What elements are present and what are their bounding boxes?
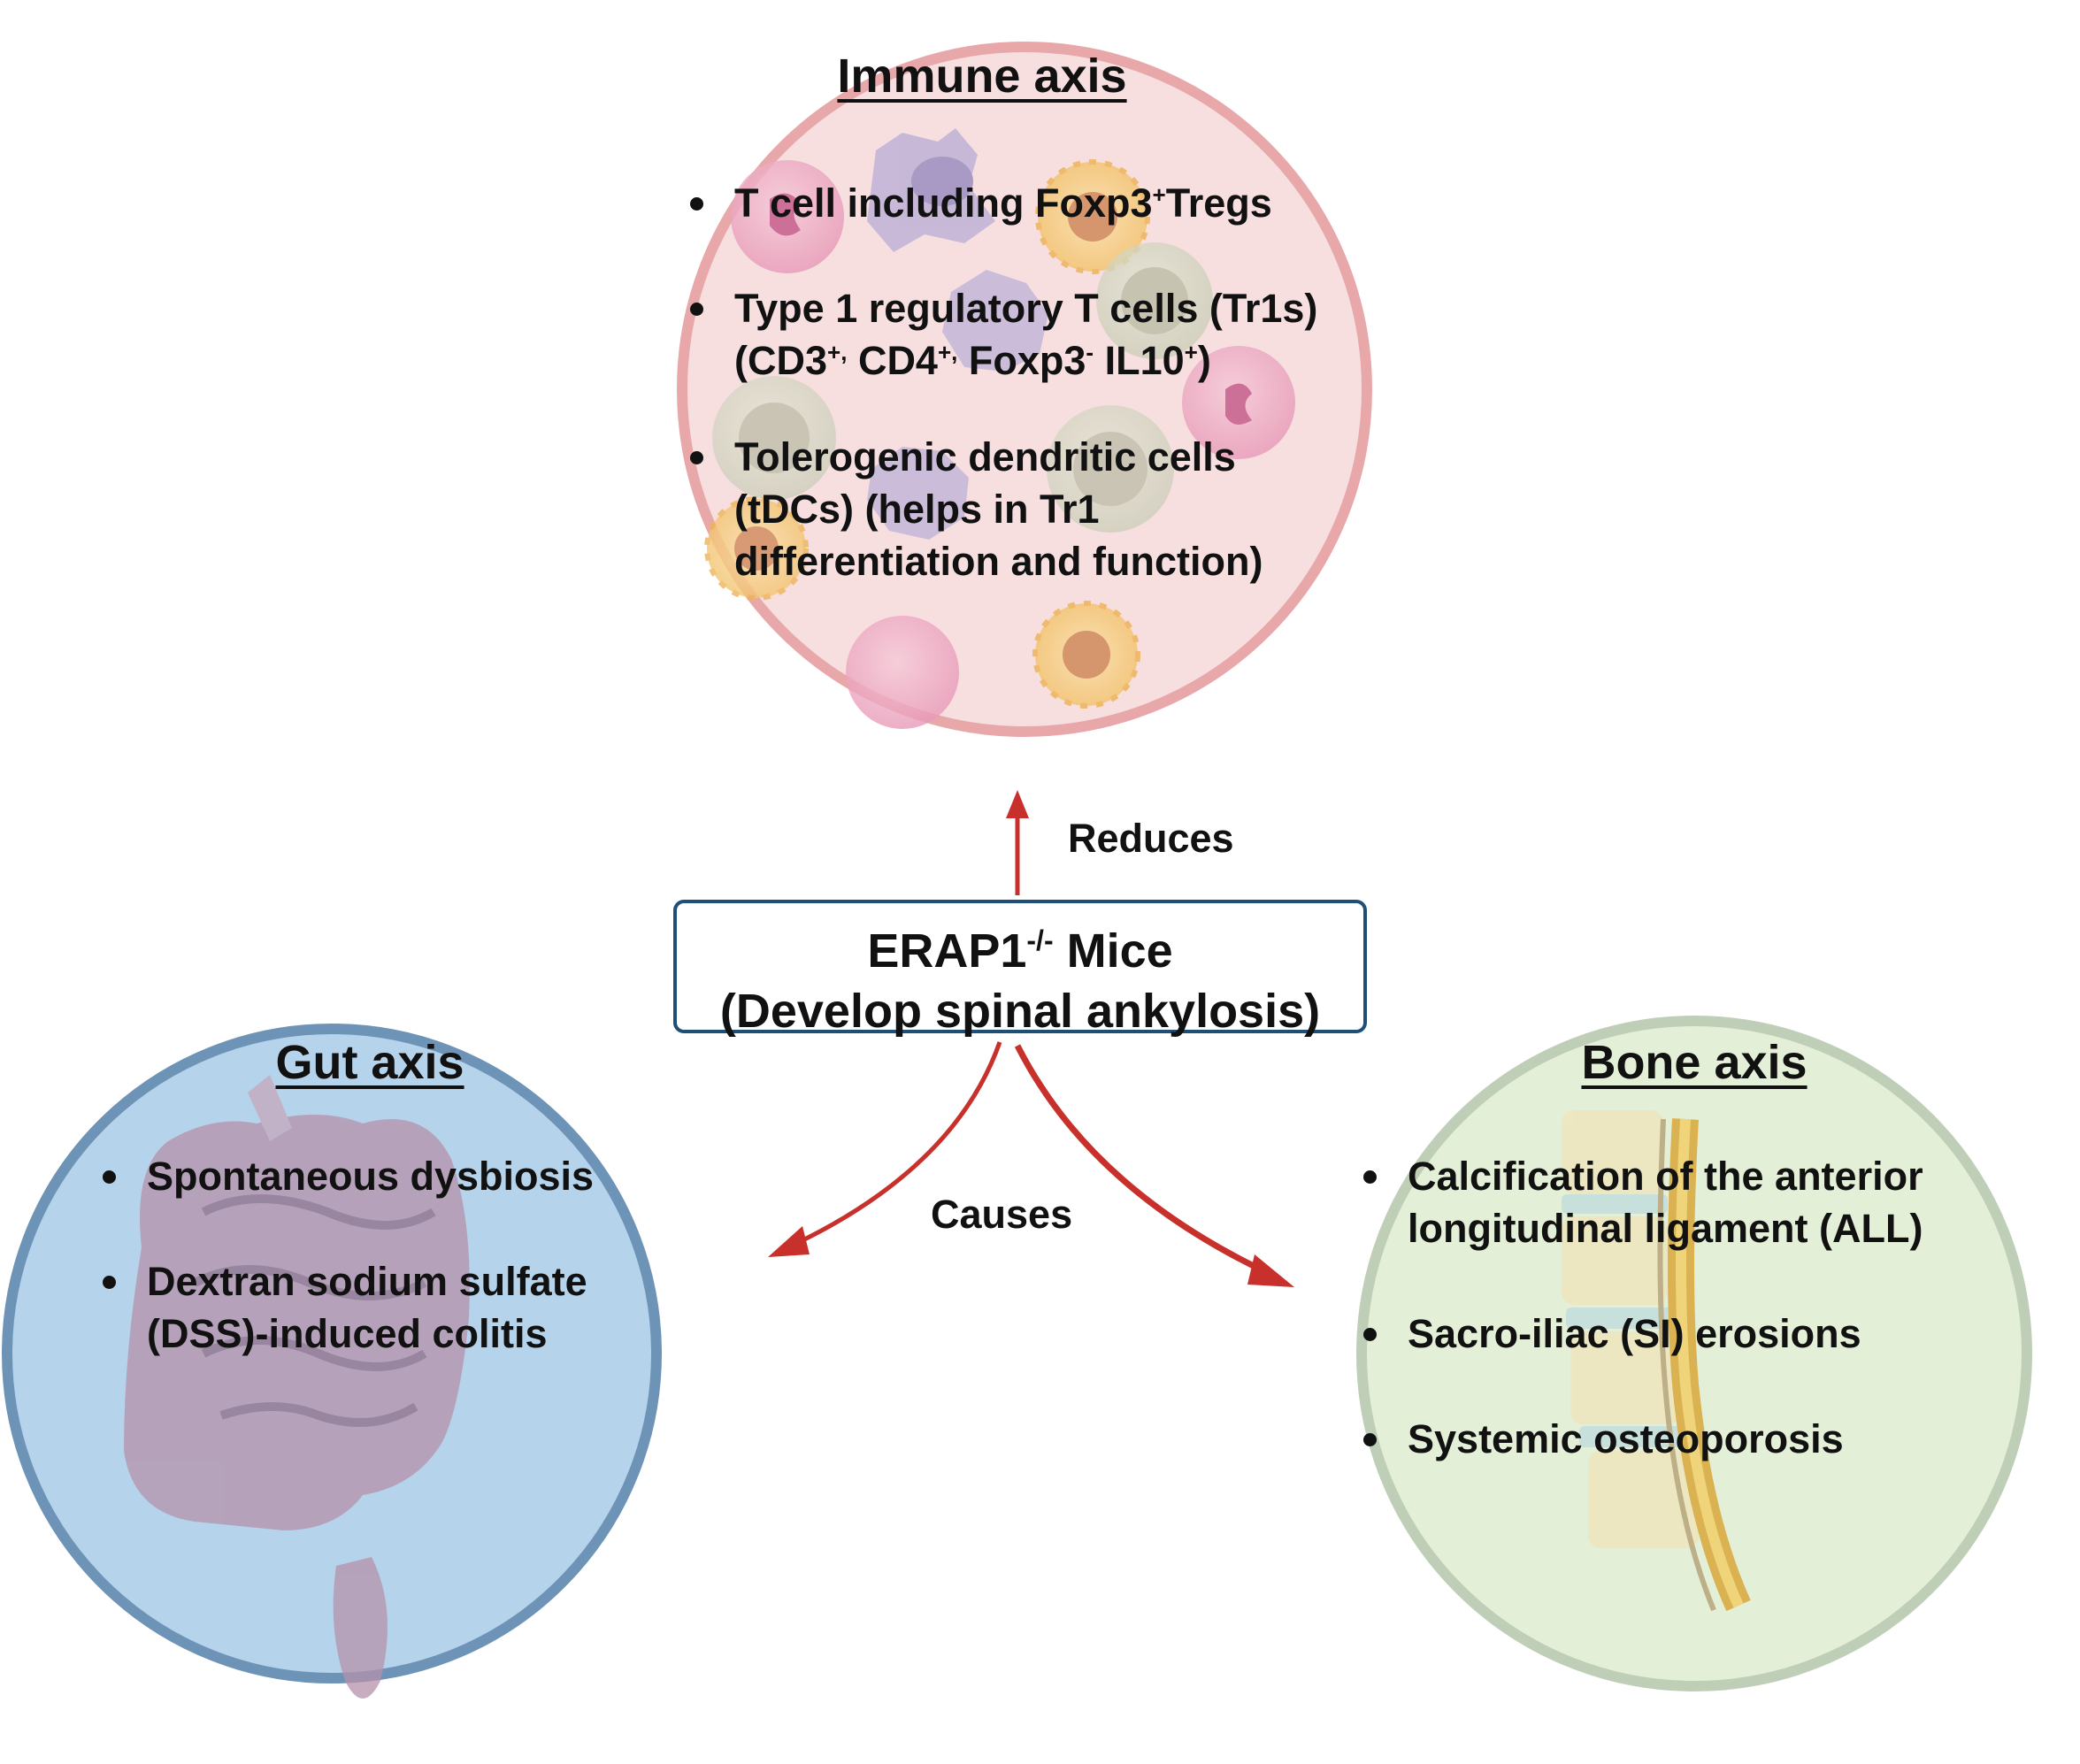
bone-axis-circle <box>1356 1016 2032 1691</box>
causes-arrow-right <box>1014 1044 1294 1287</box>
dendritic-cell-icon <box>1032 601 1140 709</box>
list-item: Dextran sodium sulfate (DSS)-induced col… <box>97 1255 628 1360</box>
macrophage-icon <box>867 128 995 252</box>
neutrophil-icon <box>846 616 959 729</box>
list-item: Calcification of the anterior longitudin… <box>1358 1150 1977 1254</box>
immune-list: T cell including Foxp3+Tregs Type 1 regu… <box>685 177 1322 640</box>
center-title: ERAP1-/- Mice <box>867 924 1173 978</box>
immune-axis-circle <box>677 42 1372 737</box>
immune-axis-title: Immune axis <box>837 50 1127 103</box>
list-item: Sacro-iliac (SI) erosions <box>1358 1308 1977 1360</box>
list-item: Type 1 regulatory T cells (Tr1s) (CD3+, … <box>685 282 1322 387</box>
neutrophil-icon <box>731 160 844 273</box>
reduces-arrow <box>1006 790 1029 895</box>
dendritic-cell-icon <box>704 496 809 601</box>
gut-axis-circle <box>2 1024 662 1699</box>
macrophage-icon <box>942 270 1048 372</box>
intestine-icon <box>124 1075 470 1699</box>
center-subtitle: (Develop spinal ankylosis) <box>719 985 1321 1038</box>
dendritic-cell-icon <box>1035 159 1150 274</box>
list-item: Spontaneous dysbiosis <box>97 1150 628 1202</box>
causes-arrow-left <box>768 1041 1002 1257</box>
bone-axis-title: Bone axis <box>1581 1036 1808 1089</box>
erap1-mice-box: ERAP1-/- Mice (Develop spinal ankylosis) <box>673 900 1367 1038</box>
gut-list: Spontaneous dysbiosis Dextran sodium sul… <box>97 1150 628 1413</box>
neutrophil-icon <box>1182 346 1295 459</box>
list-item: Systemic osteoporosis <box>1358 1413 1977 1465</box>
gut-axis-title: Gut axis <box>275 1036 464 1089</box>
causes-label: Causes <box>931 1192 1073 1237</box>
list-item: T cell including Foxp3+Tregs <box>685 177 1322 229</box>
reduces-label: Reduces <box>1068 816 1234 861</box>
lymphocyte-icon <box>1047 405 1174 533</box>
list-item: Tolerogenic dendritic cells (tDCs) (help… <box>685 431 1322 587</box>
bone-list: Calcification of the anterior longitudin… <box>1358 1150 1977 1518</box>
macrophage-icon <box>867 447 969 540</box>
lymphocyte-icon <box>1096 242 1213 359</box>
spine-icon <box>1562 1110 1751 1612</box>
lymphocyte-icon <box>712 376 836 500</box>
